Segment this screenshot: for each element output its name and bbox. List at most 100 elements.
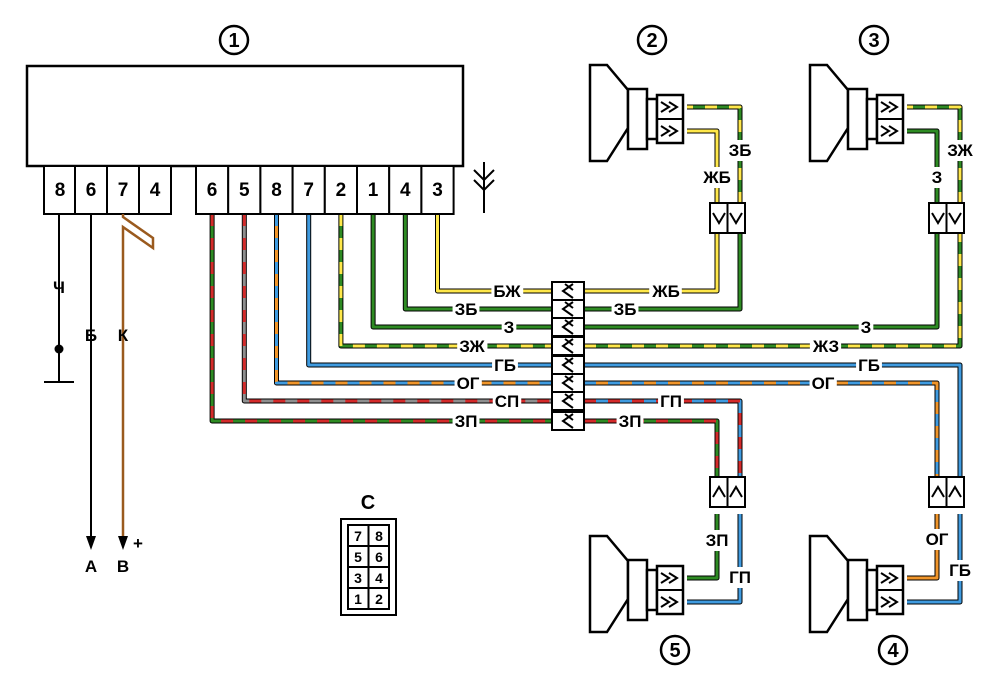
wire-gp-5-stripe xyxy=(584,399,742,476)
wire-label-zhb-right: ЖБ xyxy=(651,282,680,301)
wire-label-zp-right: ЗП xyxy=(619,412,642,431)
wire-label-gb-left: ГБ xyxy=(494,356,516,375)
wire-label-b: Б xyxy=(85,326,97,345)
wire-label-og-left: ОГ xyxy=(457,374,480,393)
wire-spk2-b-stripe xyxy=(687,105,742,204)
arrow-a xyxy=(86,536,96,550)
speaker-3-number: 3 xyxy=(858,24,890,56)
speaker-5-magnet xyxy=(626,558,649,622)
pin-right-6-box xyxy=(195,165,230,215)
wire-label-og-left-bg xyxy=(454,373,482,394)
wire-label-sp-bg xyxy=(492,391,522,412)
wire-spk4-b xyxy=(907,514,962,604)
speaker-5-cone xyxy=(588,534,630,634)
wire-label-zhb-spk2: ЖБ xyxy=(702,168,731,187)
wire-z-3 xyxy=(584,234,939,329)
wire-label-zb-right-bg xyxy=(611,299,639,320)
head-unit-body xyxy=(25,64,465,168)
speaker-5-number-text: 5 xyxy=(669,640,680,662)
wire-label-gp-spk5: ГП xyxy=(729,568,751,587)
wire-label-zb-left-bg xyxy=(452,299,480,320)
connector-c-pin: 3 xyxy=(354,570,362,586)
pin-right-4-box xyxy=(388,165,423,215)
junction-cell xyxy=(551,317,585,337)
speaker-3 xyxy=(808,63,905,163)
pin-left-label: 4 xyxy=(150,180,161,201)
wire-bzh xyxy=(436,214,552,293)
wire-label-zhz: ЖЗ xyxy=(812,337,839,356)
speaker-2-number-text: 2 xyxy=(646,30,657,52)
pin-right-7-box xyxy=(291,165,326,215)
wire-spk5-b xyxy=(687,514,742,604)
wire-label-zb-spk2: ЗБ xyxy=(729,141,752,160)
pin-right-8-box xyxy=(259,165,294,215)
speaker-3-magnet xyxy=(846,87,869,151)
wire-label-zhb-spk2-bg xyxy=(700,167,733,188)
connector-c-title: С xyxy=(361,492,375,514)
wire-label-gb-right: ГБ xyxy=(858,356,880,375)
wire-zp-5-outline xyxy=(584,418,720,476)
wire-zp-outline xyxy=(209,214,552,424)
plus-label: + xyxy=(133,534,143,553)
wire-label-zb-spk2-bg xyxy=(726,140,754,161)
wire-sp-stripe xyxy=(242,214,552,403)
wire-label-gp-spk5-bg xyxy=(727,567,753,588)
wire-label-zzh: ЗЖ xyxy=(459,337,485,356)
speaker-5-number: 5 xyxy=(659,634,691,666)
wire-label-zhz-bg xyxy=(809,336,842,357)
connector-c-pin: 6 xyxy=(375,549,383,565)
pin-left-label: 8 xyxy=(55,180,66,201)
wire-label-zb-left: ЗБ xyxy=(455,300,478,319)
pin-right-label: 2 xyxy=(336,180,347,201)
junction-cell xyxy=(551,411,585,431)
wire-label-gb-spk4: ГБ xyxy=(949,561,971,580)
arrow-b xyxy=(118,536,128,550)
unit-number: 1 xyxy=(218,24,250,56)
speaker-2-number: 2 xyxy=(636,24,668,56)
wire-zp-5-stripe xyxy=(584,419,719,476)
junction-cell xyxy=(551,391,585,411)
speaker-4-cone xyxy=(808,534,850,634)
connector-c-pin: 4 xyxy=(375,570,383,586)
wire-spk5-b-outline xyxy=(687,514,743,605)
wire-label-gp-right: ГП xyxy=(660,392,682,411)
unit-number-text: 1 xyxy=(228,30,239,52)
wire-label-gb-left-bg xyxy=(492,355,518,376)
pin-left-7-box xyxy=(106,165,140,215)
speakers xyxy=(588,63,905,634)
wire-label-zp-spk5: ЗП xyxy=(706,531,729,550)
pin-right-label: 3 xyxy=(432,180,443,201)
wire-label-gb-spk4-bg xyxy=(947,560,973,581)
wire-label-zp-right-bg xyxy=(616,411,644,432)
pin-right-label: 4 xyxy=(400,180,411,201)
wire-label-zzh-spk3: ЗЖ xyxy=(947,141,973,160)
wire-spk4-b-outline xyxy=(907,514,963,605)
wire-label-z-right: З xyxy=(861,318,872,337)
wire-label-zzh-bg xyxy=(457,336,488,357)
wire-spk3-b-stripe xyxy=(907,105,962,204)
pin-left-6-box xyxy=(74,165,108,215)
pin-right-label: 7 xyxy=(303,180,314,201)
speaker-4-number: 4 xyxy=(877,634,909,666)
connector-c-pin: 7 xyxy=(354,528,362,544)
wire-bzh-outline xyxy=(435,214,552,294)
pin-left-label: 6 xyxy=(86,180,97,201)
wire-label-og-right-bg xyxy=(809,373,837,394)
wire-label-z-left-bg xyxy=(501,317,517,338)
speaker-4-magnet xyxy=(846,558,869,622)
wire-label-z-left: З xyxy=(504,318,515,337)
junction-cell xyxy=(551,336,585,356)
wire-label-bzh: БЖ xyxy=(493,282,521,301)
wire-og-stripe xyxy=(275,214,552,385)
junction-block xyxy=(551,281,585,431)
wire-zp xyxy=(210,214,552,423)
wire-label-gb-right-bg xyxy=(856,355,882,376)
wire-label-zp-spk5-bg xyxy=(703,530,731,551)
wire-zhb-2 xyxy=(584,232,719,293)
pin-right-3-box xyxy=(420,165,455,215)
speaker-2-magnet xyxy=(626,87,649,151)
wire-zb-outline xyxy=(402,214,552,312)
speaker-3-number-text: 3 xyxy=(868,30,879,52)
